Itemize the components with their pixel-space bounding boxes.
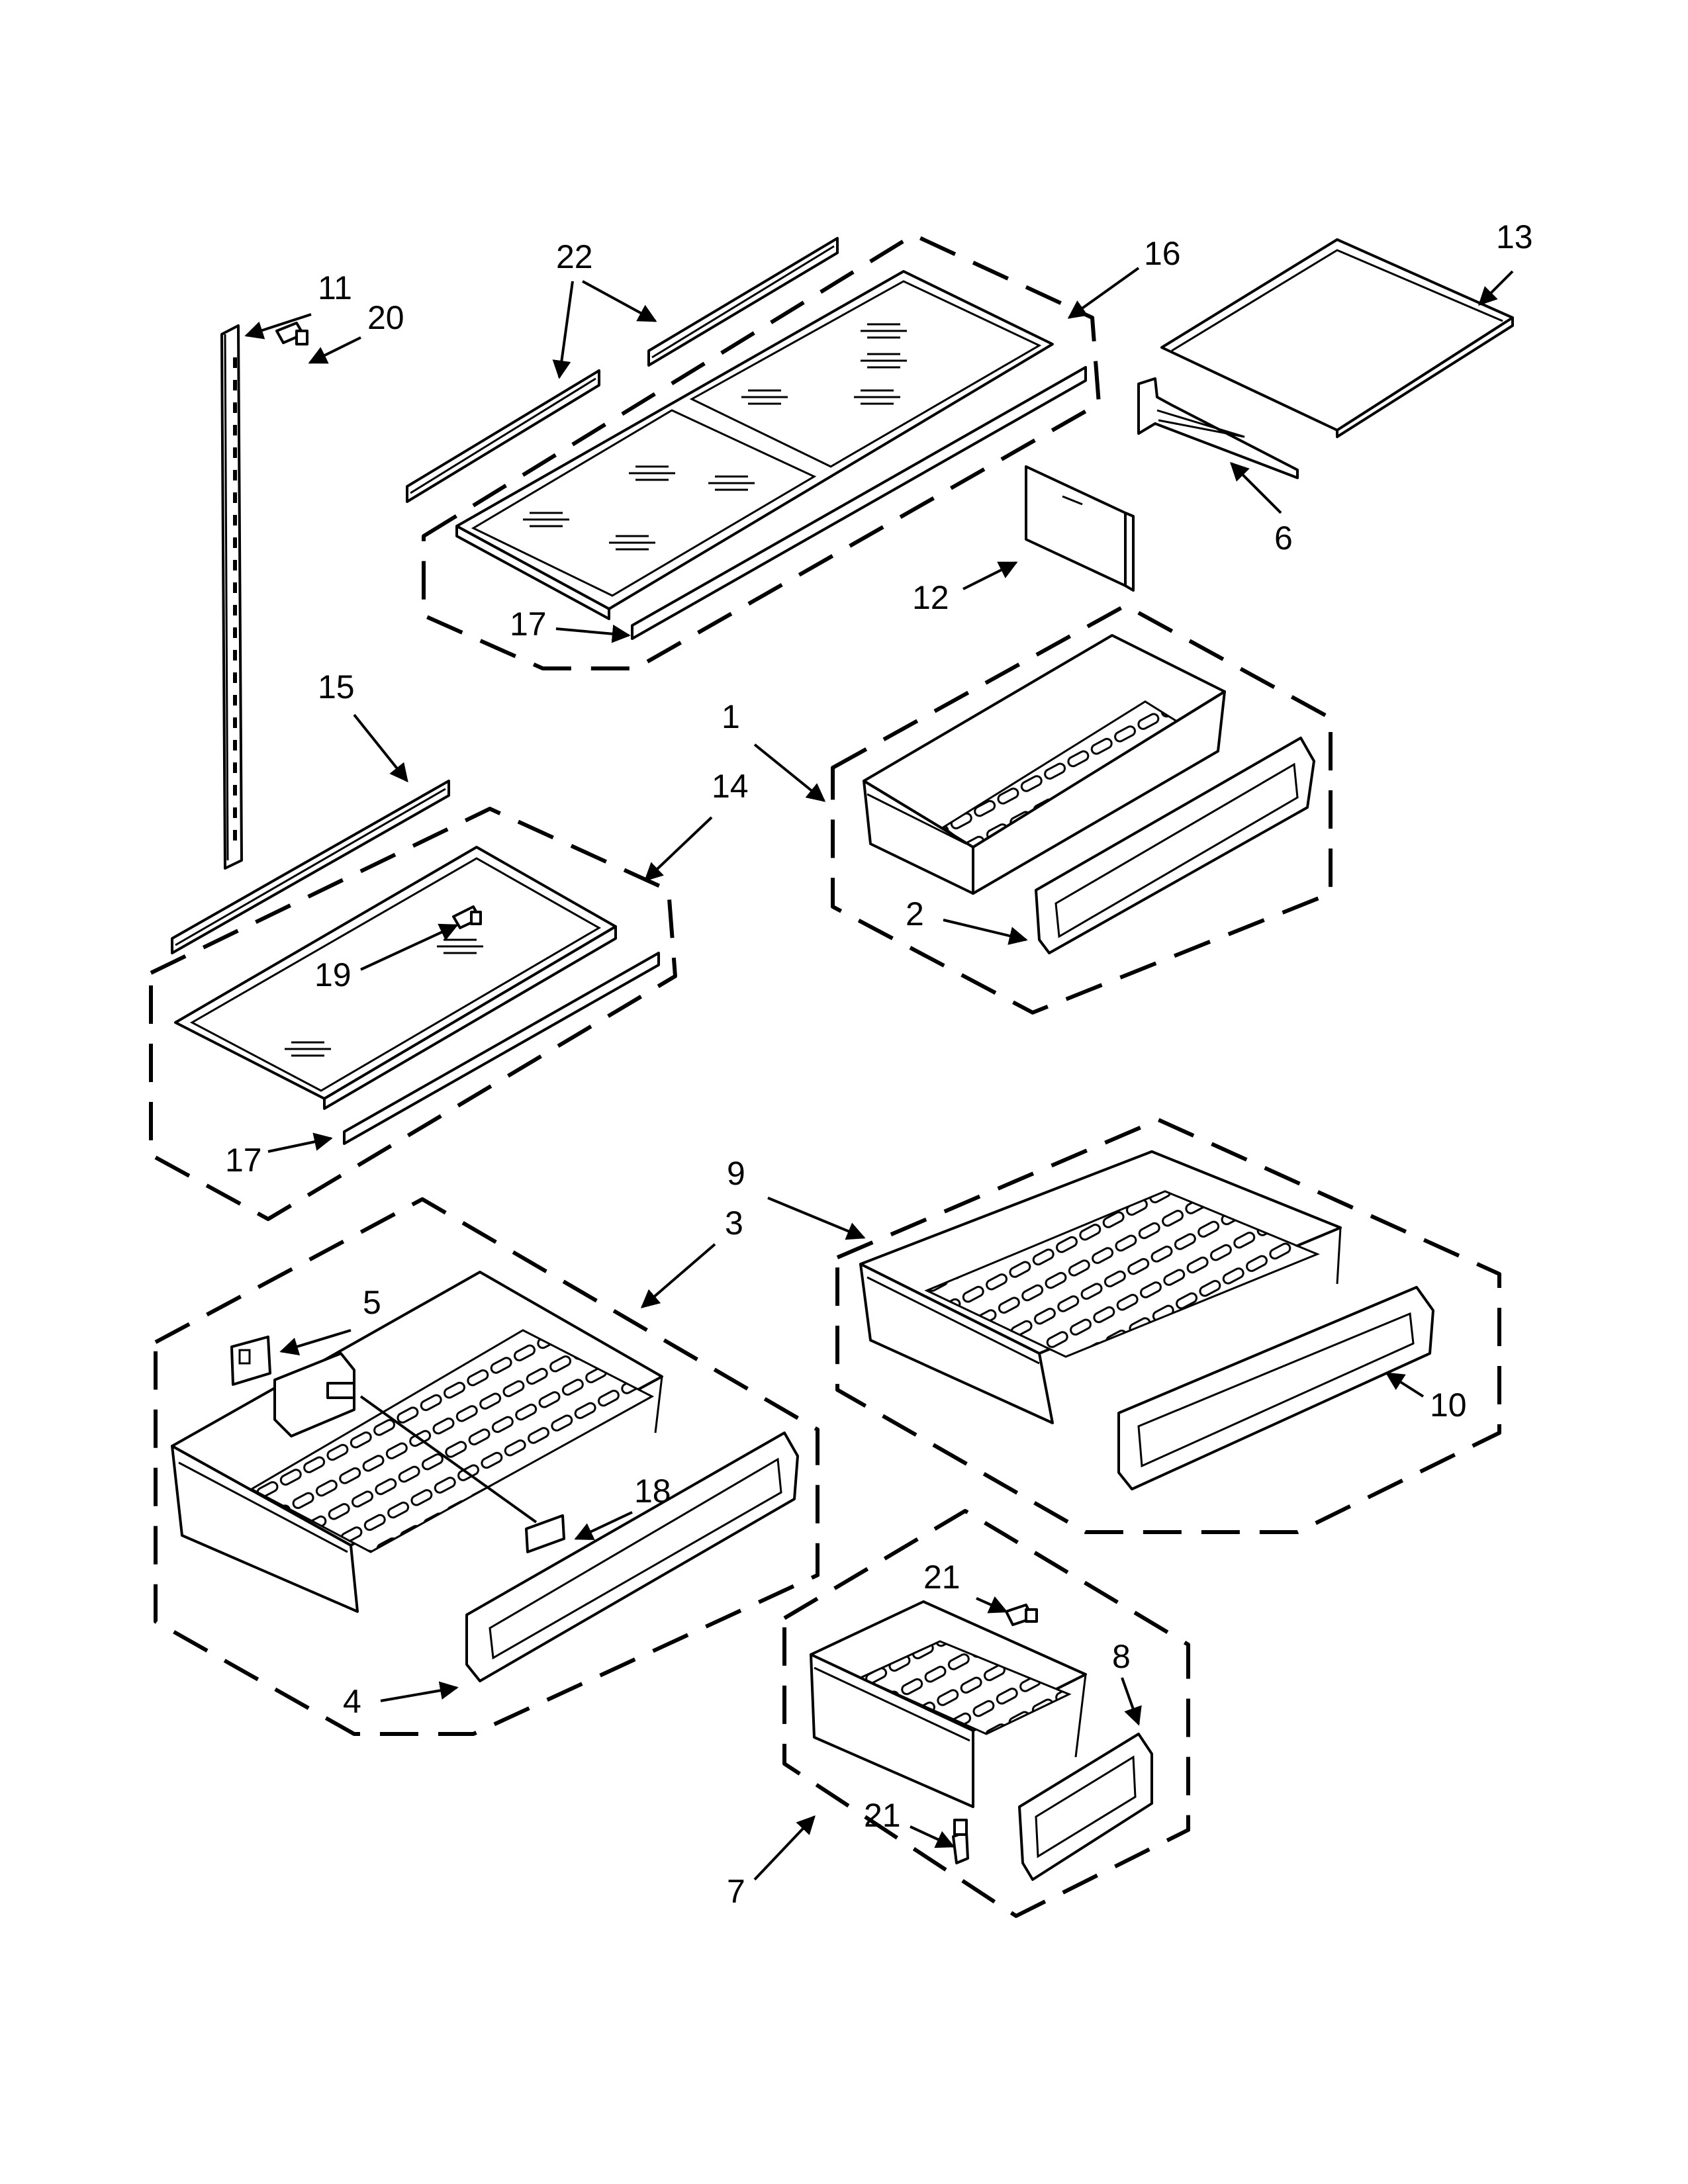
- drawer-divider-12: [1025, 465, 1135, 592]
- control-18: [359, 1395, 565, 1553]
- screw-21-upper: [1005, 1604, 1038, 1626]
- track-slot: [233, 627, 237, 638]
- drawer-7-boundary: [782, 1509, 1190, 1918]
- crisper-drawer-3-boundary: [154, 1197, 820, 1736]
- crisper-drawer-9: [859, 1150, 1342, 1424]
- track-slot: [233, 515, 237, 525]
- track-slot: [233, 380, 237, 390]
- track-slot: [233, 447, 237, 458]
- crisper-drawer-front-10: [1117, 1286, 1434, 1490]
- glass-etch-marks: [523, 323, 907, 551]
- track-slot: [233, 762, 237, 773]
- track-slot: [233, 830, 237, 841]
- control-5: [230, 1336, 271, 1386]
- track-slot: [233, 740, 237, 751]
- crisper-drawer-1-boundary: [831, 604, 1333, 1015]
- crisper-drawer-3: [171, 1271, 663, 1613]
- callout-19: 19: [314, 956, 352, 993]
- callout-17-lower: 17: [225, 1142, 262, 1179]
- track-slot: [233, 357, 237, 368]
- callout-labels: 11 20 22 16 13 6 12 17 15 14 1 2 19 17 9…: [225, 218, 1533, 1910]
- crisper-drawer-front-2: [1035, 737, 1315, 954]
- crisper-drawer-front-4: [465, 1432, 799, 1682]
- callout-5: 5: [363, 1284, 381, 1321]
- screw-21-lower: [952, 1819, 969, 1864]
- shelf-track-11: [220, 324, 243, 870]
- track-slot: [233, 672, 237, 683]
- callout-2: 2: [906, 895, 924, 933]
- shelf-trim-22-upper: [647, 237, 839, 367]
- track-slot: [233, 560, 237, 570]
- callout-22: 22: [556, 238, 593, 275]
- shelf-assembly-16-boundary: [422, 233, 1101, 670]
- track-slot: [233, 470, 237, 480]
- callout-20: 20: [367, 299, 404, 336]
- shelf-assembly-14-boundary: [149, 807, 677, 1221]
- callout-9: 9: [727, 1155, 745, 1192]
- callout-16: 16: [1144, 235, 1181, 272]
- shelf-trim-22-lower: [406, 369, 600, 503]
- callout-12: 12: [912, 579, 949, 616]
- track-slot: [233, 650, 237, 660]
- leader-lines: [244, 267, 1514, 1881]
- track-slot: [233, 785, 237, 796]
- drawer-front-8: [1018, 1733, 1153, 1881]
- glass-shelf-14: [174, 846, 660, 1145]
- track-slot: [233, 695, 237, 705]
- callout-11: 11: [318, 269, 352, 306]
- glass-shelf-16: [455, 270, 1087, 640]
- shelf-trim-15: [171, 780, 450, 954]
- track-slot: [233, 425, 237, 435]
- crisper-drawer-9-boundary: [835, 1118, 1501, 1534]
- screw-19: [452, 905, 482, 929]
- callout-8: 8: [1112, 1638, 1131, 1675]
- callout-4: 4: [343, 1683, 361, 1720]
- track-slot: [233, 605, 237, 615]
- screw-20: [275, 322, 308, 345]
- track-slot: [233, 717, 237, 728]
- glass-shelf-13: [1160, 238, 1514, 438]
- drawer-7: [810, 1600, 1087, 1808]
- callout-18: 18: [634, 1473, 671, 1510]
- crisper-drawer-1: [863, 634, 1226, 895]
- callout-7: 7: [727, 1873, 745, 1910]
- callout-14: 14: [712, 768, 749, 805]
- callout-21-lower: 21: [864, 1797, 901, 1834]
- callout-15: 15: [318, 668, 355, 705]
- track-slot: [233, 402, 237, 413]
- track-slot: [233, 537, 237, 548]
- callout-21-upper: 21: [923, 1559, 961, 1596]
- callout-3: 3: [725, 1205, 743, 1242]
- callout-13: 13: [1496, 218, 1533, 255]
- track-slot: [233, 492, 237, 503]
- callout-6: 6: [1274, 520, 1293, 557]
- shelf-bracket-6: [1137, 377, 1299, 479]
- callout-10: 10: [1430, 1387, 1467, 1424]
- track-slot: [233, 582, 237, 593]
- callout-17-upper: 17: [510, 606, 547, 643]
- callout-1: 1: [722, 698, 740, 735]
- track-slot: [233, 807, 237, 818]
